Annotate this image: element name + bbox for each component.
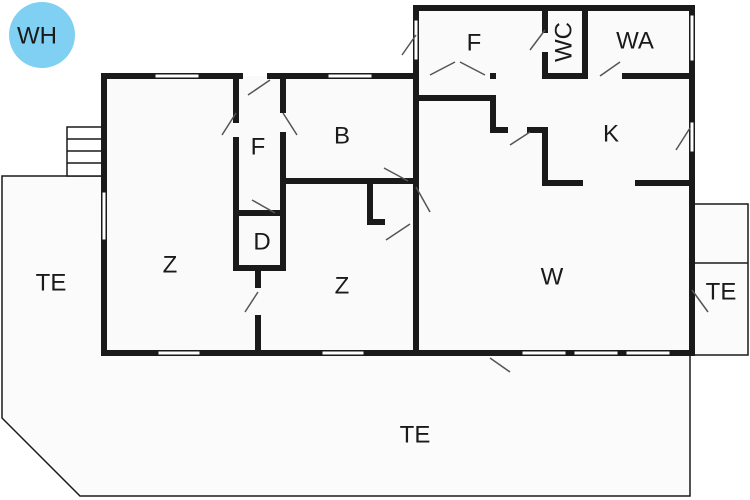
room-laundry: WA: [616, 27, 654, 54]
room-living: W: [541, 263, 564, 290]
room-terrace-south: TE: [400, 421, 431, 448]
terrace-east-outline: [693, 203, 749, 356]
windows: [101, 14, 695, 356]
room-hall-north: F: [467, 29, 482, 56]
room-toilet: WC: [550, 22, 577, 62]
room-shower: D: [253, 228, 270, 255]
room-terrace-east: TE: [706, 278, 737, 305]
wh-badge: [9, 2, 75, 68]
steps: [66, 126, 105, 177]
room-bedroom-middle: Z: [335, 272, 350, 299]
room-hall-west: F: [251, 133, 266, 160]
room-bedroom-west: Z: [163, 251, 178, 278]
door-swings: [221, 29, 709, 373]
room-kitchen: K: [603, 120, 619, 147]
room-terrace-west: TE: [36, 269, 67, 296]
badge-label: WH: [17, 22, 57, 49]
room-bathroom: B: [334, 122, 350, 149]
